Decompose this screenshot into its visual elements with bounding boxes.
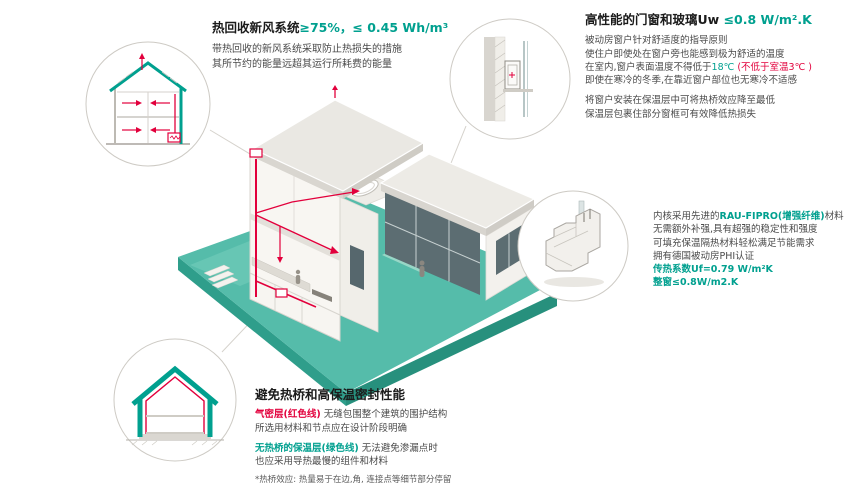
window-sill — [503, 89, 533, 92]
window-profile-render-icon — [517, 190, 629, 302]
windows-textblock: 高性能的门窗和玻璃Uw ≤0.8 W/m².K 被动房窗户针对舒适度的指导原则 … — [585, 12, 863, 121]
heat-recovery-desc-line: 其所节约的能量远超其运行所耗费的能量 — [212, 59, 392, 71]
person-indoor — [295, 269, 301, 284]
ventilation-house-drawing — [106, 53, 190, 145]
window-install-drawing — [484, 36, 533, 122]
windows-desc-line: 被动房窗户针对舒适度的指导原则 — [585, 35, 728, 47]
windows-desc: 被动房窗户针对舒适度的指导原则 使住户即使处在窗户旁也能感到极为舒适的温度 在室… — [585, 34, 863, 121]
windows-title: 高性能的门窗和玻璃Uw ≤0.8 W/m².K — [585, 12, 863, 28]
windows-desc-line: 将窗户安装在保温层中可将热桥效应降至最低 — [585, 95, 776, 107]
material-text-b: 材料 — [824, 211, 844, 222]
profile-desc: 内核采用先进的RAU-FIPRO(增强纤维)材料 无需额外补强,具有超强的稳定性… — [653, 210, 865, 290]
airtight-red-line — [145, 376, 205, 434]
entrance-wall — [339, 196, 379, 333]
heat-recovery-unit-basement — [275, 288, 288, 298]
material-text-a: 内核采用先进的 — [653, 211, 720, 222]
window-installation-detail-icon — [449, 18, 571, 140]
window-profile-drawing — [544, 200, 604, 287]
passive-house-illustration — [178, 85, 557, 406]
temp-text: 在室内,窗户表面温度不得低于 — [585, 61, 712, 73]
heat-exchanger-unit — [167, 132, 181, 143]
callout-insulation-circle — [112, 337, 238, 463]
insulation-roof-line — [131, 365, 219, 406]
insulation-desc-line: 也应采用导热最慢的组件和材料 — [255, 456, 389, 468]
heat-recovery-textblock: 热回收新风系统≥75%，≤ 0.45 Wh/m³ 带热回收的新风系统采取防止热损… — [212, 20, 512, 72]
heat-recovery-desc: 带热回收的新风系统采取防止热损失的措施 其所节约的能量远超其运行所耗费的能量 — [212, 42, 512, 72]
windows-desc-line: 即使在寒冷的冬季,在靠近窗户部位也无寒冷不适感 — [585, 75, 798, 87]
insulation-house-drawing — [126, 365, 224, 446]
windows-title-metric: ≤0.8 W/m².K — [723, 12, 812, 27]
heat-recovery-title-text: 热回收新风系统 — [212, 20, 300, 35]
platform-side-right — [346, 293, 557, 406]
profile-uw-value: 整窗≤0.8W/m2.K — [653, 277, 739, 289]
airtight-label: 气密层(红色线) — [255, 409, 321, 421]
platform-side-left — [178, 257, 346, 406]
insulation-textblock: 避免热桥和高保温密封性能 气密层(红色线) 无缝包围整个建筑的围护结构 所选用材… — [255, 387, 595, 485]
insulation-desc: 气密层(红色线) 无缝包围整个建筑的围护结构 所选用材料和节点应在设计阶段明确 … — [255, 408, 595, 468]
windows-desc-line: 保温层包裹住部分窗框可有效降低热损失 — [585, 108, 757, 120]
house-section-insulation-icon — [113, 338, 237, 462]
wall-layer — [484, 37, 495, 121]
airflow-arrows — [122, 58, 170, 131]
ventilation-ducts — [249, 85, 360, 308]
insulation-title: 避免热桥和高保温密封性能 — [255, 387, 406, 402]
floor-slab — [250, 213, 340, 261]
insulation-text: 无法避免渗漏点时 — [358, 442, 438, 454]
heat-recovery-title-metric: ≥75%，≤ 0.45 Wh/m³ — [299, 20, 449, 35]
profile-textblock: 内核采用先进的RAU-FIPRO(增强纤维)材料 无需额外补强,具有超强的稳定性… — [653, 210, 865, 290]
heat-recovery-desc-line: 带热回收的新风系统采取防止热损失的措施 — [212, 44, 402, 56]
insulation-airtight-line: 气密层(红色线) 无缝包围整个建筑的围护结构 — [255, 408, 595, 421]
temp-value: 18℃ — [711, 61, 738, 73]
profile-desc-line: 拥有德国被动房PHI认证 — [653, 250, 755, 262]
main-roof-slab — [251, 99, 425, 199]
outdoor-stairs — [203, 264, 239, 289]
profile-uf-value: 传热系数Uf=0.79 W/m²K — [653, 264, 773, 276]
entrance-door — [350, 245, 364, 290]
wing-roof-slab — [379, 153, 536, 229]
temp-note: (不低于室温3℃ ) — [737, 61, 812, 73]
airtight-text: 无缝包围整个建筑的围护结构 — [320, 409, 448, 421]
person-outdoor — [419, 260, 425, 277]
profile-desc-line-material: 内核采用先进的RAU-FIPRO(增强纤维)材料 — [653, 210, 865, 223]
callout-profile-circle — [516, 189, 630, 303]
insulation-layer-line: 无热桥的保温层(绿色线) 无法避免渗漏点时 — [255, 442, 595, 455]
house-section-ventilation-icon — [85, 41, 211, 167]
kitchen-counter — [251, 256, 311, 293]
insulation-label: 无热桥的保温层(绿色线) — [255, 442, 359, 454]
gasket — [583, 209, 591, 222]
profile-desc-line: 无需额外补强,具有超强的稳定性和强度 — [653, 224, 818, 236]
right-wing — [379, 153, 536, 301]
insulation-desc-line: 所选用材料和节点应在设计阶段明确 — [255, 422, 408, 434]
thermal-bridge-footnote: *热桥效应: 热量易于在边,角, 连接点等细节部分停留 — [255, 475, 452, 486]
windows-title-text: 高性能的门窗和玻璃Uw — [585, 12, 724, 27]
profile-desc-line: 可填充保温隔热材料轻松满足节能需求 — [653, 237, 815, 249]
callout-heat-recovery-circle — [84, 40, 212, 168]
ventilation-unit-top — [249, 148, 263, 158]
dining-table — [312, 289, 332, 302]
heat-recovery-title: 热回收新风系统≥75%，≤ 0.45 Wh/m³ — [212, 20, 512, 36]
windows-desc-line-temperature: 在室内,窗户表面温度不得低于18℃ (不低于室温3℃ ) — [585, 61, 863, 74]
roof-vent — [332, 85, 338, 90]
material-brand: RAU-FIPRO(增强纤维) — [719, 211, 825, 222]
callout-window-circle — [448, 17, 572, 141]
foundation-slab — [139, 434, 211, 440]
windows-desc-line: 使住户即使处在窗户旁也能感到极为舒适的温度 — [585, 48, 785, 60]
section-cut-face — [249, 154, 341, 316]
